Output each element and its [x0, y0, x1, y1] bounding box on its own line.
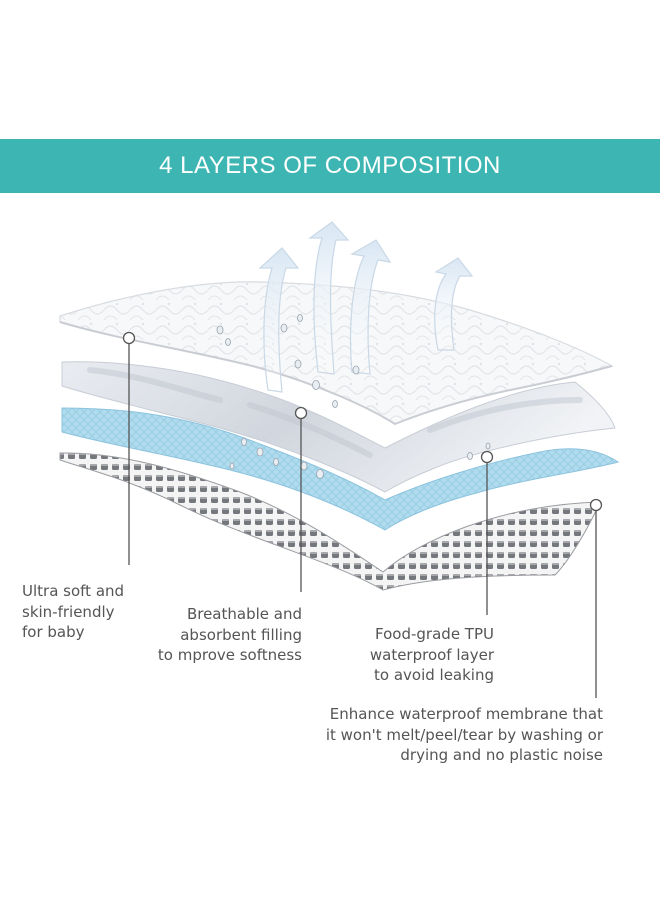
upward-air-arrow-icon — [258, 221, 474, 393]
layer-membrane — [59, 452, 601, 591]
water-drop-icon — [216, 314, 491, 479]
callout-pointer-4 — [589, 498, 603, 698]
layer-filling — [61, 361, 616, 493]
layer-2-label: Breathable and absorbent filling to mpro… — [157, 605, 302, 664]
title-banner: 4 LAYERS OF COMPOSITION — [0, 139, 660, 193]
callout-pointer-2 — [294, 406, 308, 592]
layer-tpu — [61, 407, 620, 531]
layer-3-label: Food-grade TPU waterproof layer to avoid… — [369, 625, 494, 684]
banner-title: 4 LAYERS OF COMPOSITION — [159, 152, 501, 179]
layer-quilted-top — [59, 281, 614, 426]
callout-pointer-1 — [122, 331, 136, 565]
callout-pointer-3 — [480, 450, 494, 615]
layer-1-label: Ultra soft and skin-friendly for baby — [22, 582, 125, 641]
layer-4-label: Enhance waterproof membrane that it won'… — [325, 705, 603, 764]
